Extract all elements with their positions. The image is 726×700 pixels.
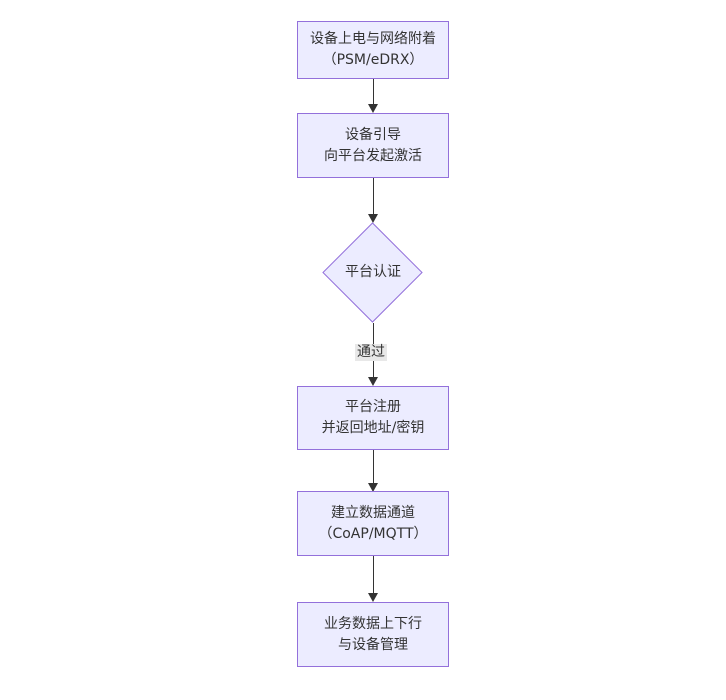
arrowhead-icon — [368, 104, 378, 113]
edge-line-5 — [373, 556, 374, 593]
arrowhead-icon — [368, 214, 378, 223]
arrowhead-icon — [368, 377, 378, 386]
node-business: 业务数据上下行 与设备管理 — [297, 602, 449, 667]
node-register: 平台注册 并返回地址/密钥 — [297, 386, 449, 450]
node-data-channel: 建立数据通道 （CoAP/MQTT） — [297, 491, 449, 556]
arrowhead-icon — [368, 483, 378, 492]
edge-line-2 — [373, 178, 374, 214]
edge-label-pass: 通过 — [355, 344, 387, 361]
edge-line-4 — [373, 450, 374, 483]
arrowhead-icon — [368, 593, 378, 602]
edge-line-1 — [373, 79, 374, 104]
decision-platform-auth-label: 平台认证 — [345, 264, 401, 280]
node-power-attach: 设备上电与网络附着 （PSM/eDRX） — [297, 21, 449, 79]
node-boot: 设备引导 向平台发起激活 — [297, 113, 449, 178]
